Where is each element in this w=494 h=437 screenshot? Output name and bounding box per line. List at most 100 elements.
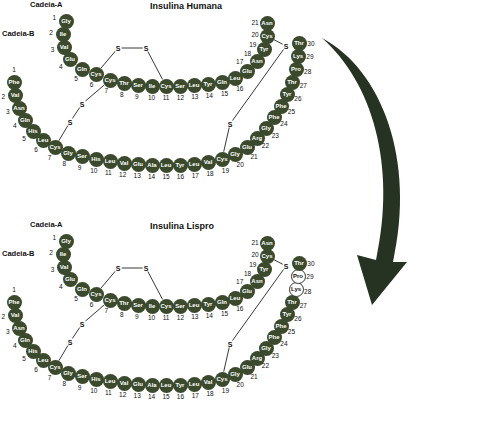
residue-name: Ala [147,382,156,388]
residue-number: 18 [244,270,251,277]
residue-name: Tyr [283,311,292,317]
residue-name: Tyr [260,46,269,52]
residue-name: Val [120,160,129,166]
residue-name: Glu [133,381,143,387]
residue-name: Thr [119,300,129,306]
residue-number: 20 [251,251,258,258]
residue-number: 12 [177,95,184,102]
residue-name: Ser [175,83,185,89]
residue-number: 17 [192,393,199,400]
sulfur-label: S [143,265,150,272]
residue-name: Ser [133,82,143,88]
residue-name: Glu [242,144,252,150]
residue-name: Gln [77,286,87,292]
residue-number: 3 [6,109,10,116]
residue-name: Ile [60,251,67,257]
residue-name: Cys [49,144,60,150]
residue-number: 28 [304,68,311,75]
sulfur-label: S [283,43,290,50]
residue-name: Phe [275,323,286,329]
residue-name: Cys [261,253,272,259]
residue-number: 25 [288,109,295,116]
amino-acid-bead: Ser [173,79,188,94]
sulfur-label: S [143,45,150,52]
amino-acid-bead: Thr [285,75,300,90]
amino-acid-bead: Thr [285,295,300,310]
amino-acid-bead: Cys [103,73,118,88]
residue-number: 16 [236,86,243,93]
residue-name: Val [60,264,69,270]
residue-number: 27 [300,83,307,90]
residue-name: Asn [251,58,262,64]
residue-name: Thr [119,80,129,86]
residue-name: Glu [65,56,75,62]
residue-number: 3 [51,47,55,54]
residue-number: 13 [134,173,141,180]
residue-name: Ile [149,83,156,89]
residue-number: 6 [34,366,38,373]
residue-name: Ile [149,303,156,309]
amino-acid-bead: His [89,152,104,167]
residue-name: Asn [251,278,262,284]
sulfur-label: S [79,321,86,328]
residue-number: 14 [148,174,155,181]
residue-number: 2 [1,314,5,321]
residue-name: Thr [294,40,304,46]
residue-number: 28 [304,288,311,295]
residue-name: Val [11,92,20,98]
residue-name: Phe [268,114,279,120]
residue-name: Phe [275,103,286,109]
amino-acid-bead: Val [117,376,132,391]
amino-acid-bead: Ala [145,378,160,393]
amino-acid-bead: Cys [103,293,118,308]
residue-name: Leu [230,75,241,81]
residue-number: 17 [236,58,243,65]
residue-number: 7 [105,308,109,315]
amino-acid-bead: Cys [260,29,275,44]
residue-number: 8 [62,161,66,168]
disulfide-bond [59,305,104,361]
sulfur-label: S [67,119,74,126]
sulfur-label: S [67,339,74,346]
amino-acid-bead: Tyr [201,297,216,312]
residue-name: Gly [261,125,271,131]
sulfur-label: S [227,121,234,128]
residue-name: Cys [49,364,60,370]
amino-acid-bead: Cys [159,299,174,314]
residue-name: Tyr [260,266,269,272]
residue-number: 16 [236,306,243,313]
amino-acid-bead: Cys [159,79,174,94]
residue-name: Asn [261,20,272,26]
residue-number: 10 [90,168,97,175]
residue-number: 8 [120,92,124,99]
residue-name: Asn [13,105,24,111]
residue-name: Cys [90,291,101,297]
figure-title: Insulina Lispro [150,222,214,231]
residue-name: Leu [189,161,200,167]
residue-number: 30 [307,261,314,268]
residue-number: 6 [34,146,38,153]
residue-number: 20 [237,382,244,389]
amino-acid-bead: His [89,372,104,387]
residue-name: Gly [63,370,73,376]
amino-acid-bead: Asn [260,236,275,251]
residue-number: 4 [59,63,63,70]
residue-number: 19 [222,167,229,174]
residue-number: 18 [244,50,251,57]
residue-name: Pro [291,66,301,72]
residue-number: 29 [306,274,313,281]
residue-name: Glu [242,68,252,74]
residue-name: Glu [242,288,252,294]
residue-number: 6 [90,302,94,309]
residue-number: 1 [12,67,16,74]
residue-name: Val [60,44,69,50]
amino-acid-bead: Tyr [257,42,272,57]
residue-number: 7 [105,88,109,95]
disulfide-bond [224,40,286,152]
curved-arrow [322,38,407,305]
amino-acid-bead: Leu [159,378,174,393]
residue-name: Val [11,312,20,318]
sulfur-label: S [227,341,234,348]
amino-acid-bead: Lys [289,282,304,297]
residue-name: Pro [293,273,303,279]
